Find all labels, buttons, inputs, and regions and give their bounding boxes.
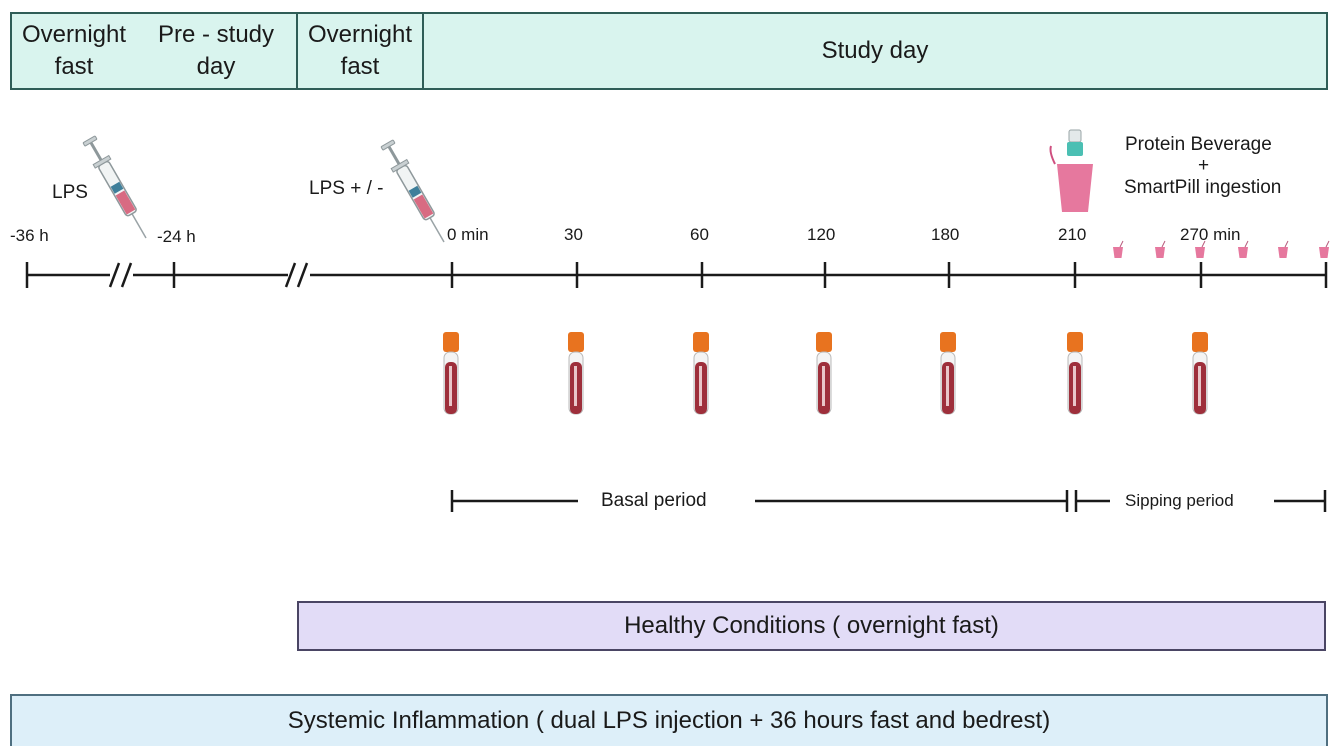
- beverage-label-line1: Protein Beverage: [1125, 134, 1272, 155]
- blood-tube-icon: [692, 331, 710, 415]
- injection-label-lps-optional: LPS + / -: [309, 178, 384, 199]
- tick-label: -36 h: [10, 226, 49, 245]
- beverage-label-line3: SmartPill ingestion: [1124, 177, 1282, 198]
- tick-label: 0 min: [447, 225, 489, 244]
- blood-tube-icon: [939, 331, 957, 415]
- phase-overnight-fast-2: Overnight fast: [296, 12, 424, 90]
- systemic-inflammation-label: Systemic Inflammation ( dual LPS injecti…: [287, 707, 1051, 734]
- tick-label: 30: [564, 225, 583, 244]
- phase-label: Pre - study day: [157, 20, 275, 80]
- syringe-icon: [377, 137, 454, 248]
- healthy-conditions-bar: Healthy Conditions ( overnight fast): [297, 601, 1326, 651]
- blood-tube-icon: [815, 331, 833, 415]
- blood-tube-icon: [567, 331, 585, 415]
- tick-label: 180: [931, 225, 960, 244]
- sip-cup-icon: [1318, 240, 1330, 259]
- tick-label: 210: [1058, 225, 1087, 244]
- phase-label: Overnight fast: [21, 20, 127, 80]
- basal-period-bracket: [450, 490, 1069, 512]
- injection-label-lps: LPS: [52, 182, 88, 203]
- tick-label: -24 h: [157, 227, 196, 246]
- beverage-label-line2: +: [1198, 155, 1210, 176]
- blood-tube-icon: [1191, 331, 1209, 415]
- sipping-period-bracket: [1074, 490, 1327, 512]
- phase-label: Study day: [821, 36, 929, 64]
- tick-label: 270 min: [1180, 225, 1241, 244]
- systemic-inflammation-bar: Systemic Inflammation ( dual LPS injecti…: [10, 694, 1328, 746]
- phase-overnight-fast-1: Overnight fast: [10, 12, 138, 90]
- blood-tube-icon: [1066, 331, 1084, 415]
- healthy-conditions-label: Healthy Conditions ( overnight fast): [624, 612, 999, 639]
- phase-study-day: Study day: [422, 12, 1328, 90]
- sipping-period-label: Sipping period: [1125, 491, 1234, 510]
- tick-label: 120: [807, 225, 836, 244]
- axis-break-mark: [108, 262, 309, 288]
- basal-period-label: Basal period: [601, 490, 707, 511]
- drink-cup-icon: [1049, 129, 1093, 212]
- tick-label: 60: [690, 225, 709, 244]
- sip-cup-icon: [1154, 240, 1166, 259]
- syringe-icon: [79, 133, 156, 244]
- blood-tube-icon: [442, 331, 460, 415]
- sip-cup-icon: [1112, 240, 1124, 259]
- phase-label: Overnight fast: [307, 20, 413, 80]
- sip-cup-icon: [1277, 240, 1289, 259]
